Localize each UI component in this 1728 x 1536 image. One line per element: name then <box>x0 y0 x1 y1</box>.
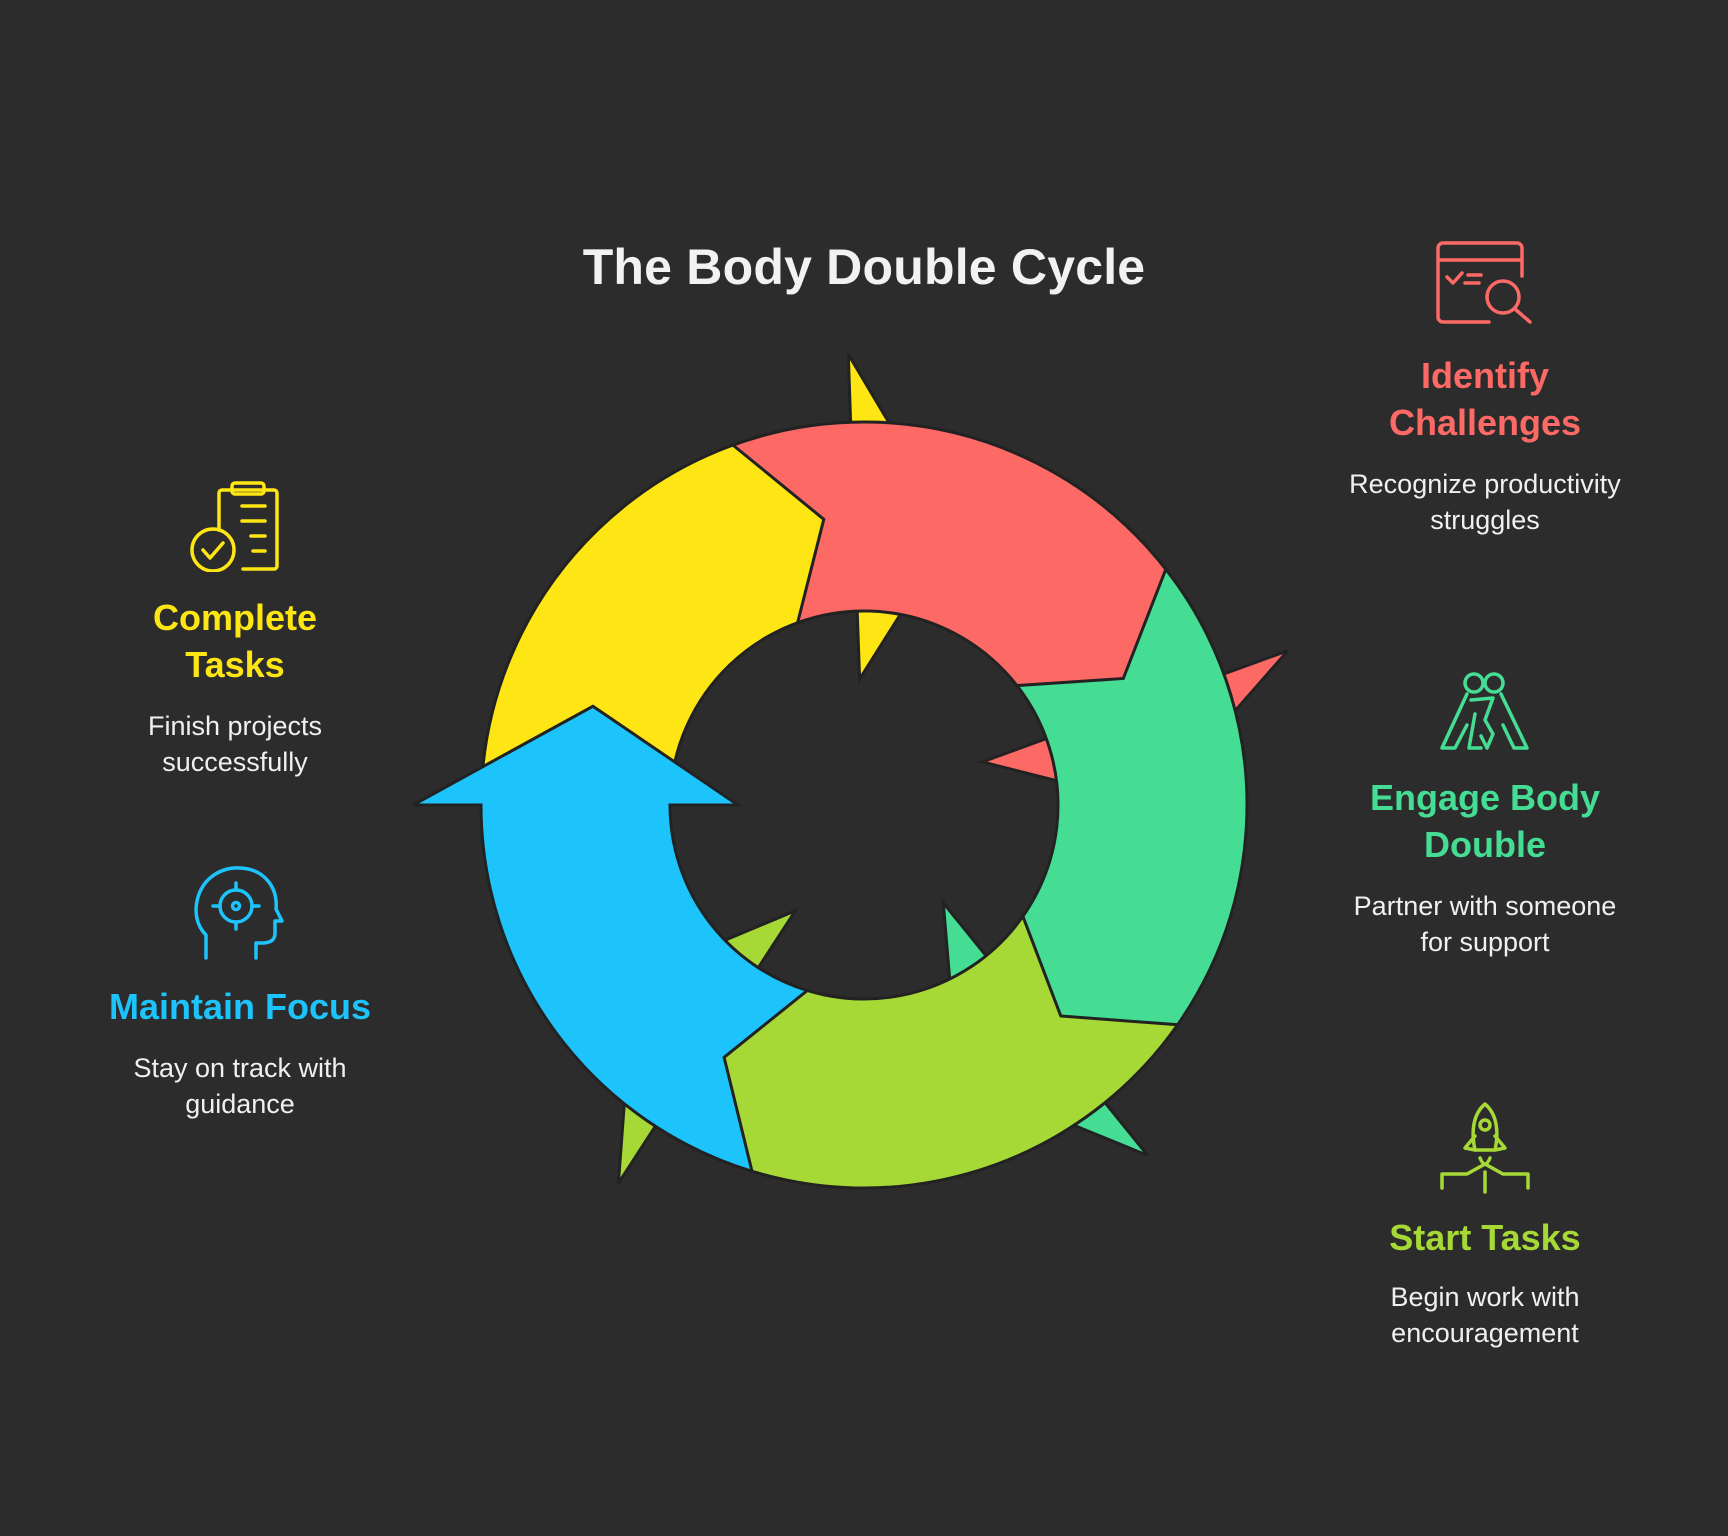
clipboard-check-icon <box>190 481 279 572</box>
partners-icon <box>1440 672 1529 750</box>
step-description: Stay on track with guidance <box>133 1053 347 1119</box>
checklist-search-icon <box>1436 241 1532 324</box>
arrow-maintain-focus <box>412 704 811 1174</box>
step-complete-tasks: Complete Tasks Finish projects successfu… <box>100 480 370 780</box>
step-engage-body-double: Engage Body Double Partner with someone … <box>1340 670 1630 960</box>
step-description: Recognize productivity struggles <box>1349 469 1621 535</box>
head-target-icon <box>194 866 284 960</box>
step-identify-challenges: Identify Challenges Recognize productivi… <box>1340 240 1630 538</box>
rocket-launch-icon <box>1440 1102 1530 1194</box>
step-maintain-focus: Maintain Focus Stay on track with guidan… <box>80 865 400 1122</box>
step-heading: Identify Challenges <box>1388 355 1582 443</box>
step-description: Partner with someone for support <box>1353 891 1617 957</box>
step-heading: Complete Tasks <box>152 597 318 685</box>
step-heading: Engage Body Double <box>1369 777 1601 865</box>
step-heading: Maintain Focus <box>108 986 372 1027</box>
step-start-tasks: Start Tasks Begin work with encouragemen… <box>1340 1100 1630 1351</box>
step-heading: Start Tasks <box>1389 1217 1581 1258</box>
step-description: Finish projects successfully <box>147 711 323 777</box>
cycle-arrows <box>412 353 1289 1190</box>
step-description: Begin work with encouragement <box>1390 1282 1580 1348</box>
page-title: The Body Double Cycle <box>582 239 1146 295</box>
